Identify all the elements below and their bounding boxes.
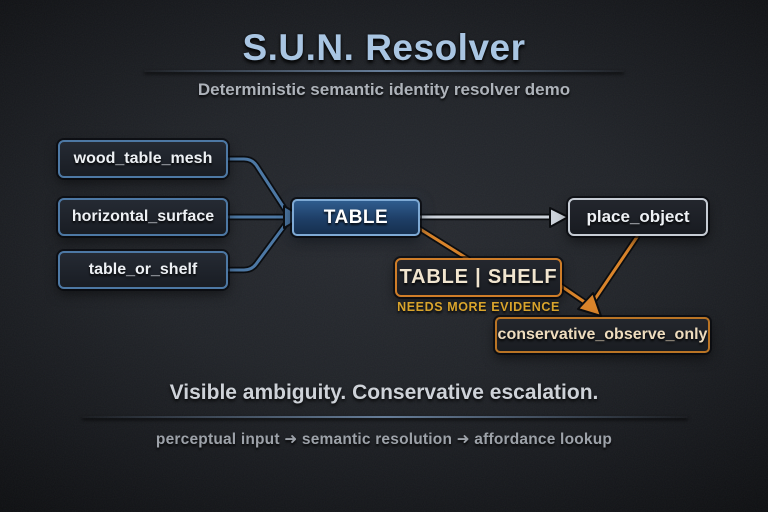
resolved-node-table: TABLE bbox=[292, 199, 420, 236]
edge-ambiguous-to-fallback bbox=[559, 284, 588, 305]
tagline: Visible ambiguity. Conservative escalati… bbox=[169, 381, 599, 404]
edge-wood-table-mesh-to-table bbox=[226, 157, 290, 216]
needs-more-evidence-caption: NEEDS MORE EVIDENCE bbox=[397, 300, 560, 314]
input-node-label: wood_table_mesh bbox=[73, 150, 213, 167]
header-divider bbox=[144, 70, 624, 72]
footer-divider bbox=[82, 416, 688, 418]
input-node-horizontal-surface: horizontal_surface bbox=[58, 198, 228, 236]
edge-place-object-to-fallback bbox=[593, 235, 639, 301]
input-node-label: horizontal_surface bbox=[71, 208, 215, 225]
page-subtitle: Deterministic semantic identity resolver… bbox=[197, 80, 571, 99]
connector-outline bbox=[591, 233, 641, 303]
pipeline-footer: perceptual input ➜ semantic resolution ➜… bbox=[155, 431, 613, 448]
page-title: S.U.N. Resolver bbox=[242, 27, 526, 68]
connector-outline bbox=[224, 155, 292, 218]
edge-table-to-ambiguous bbox=[410, 222, 470, 261]
affordance-node-label: place_object bbox=[586, 207, 690, 226]
connector-outline bbox=[224, 217, 292, 274]
fallback-node-conservative-observe-only: conservative_observe_only bbox=[495, 317, 710, 353]
ambiguous-node-table-shelf: TABLE | SHELF bbox=[395, 258, 562, 297]
fallback-node-label: conservative_observe_only bbox=[497, 326, 708, 343]
ambiguous-node-label: TABLE | SHELF bbox=[399, 266, 558, 288]
resolved-node-label: TABLE bbox=[323, 206, 389, 228]
connector-outline bbox=[408, 220, 472, 263]
input-node-wood-table-mesh: wood_table_mesh bbox=[58, 140, 228, 178]
input-node-table-or-shelf: table_or_shelf bbox=[58, 251, 228, 289]
connector-outline bbox=[557, 282, 590, 307]
silver-arrowhead-icon bbox=[549, 207, 569, 228]
orange-arrowhead-icon bbox=[577, 292, 602, 317]
affordance-node-place-object: place_object bbox=[568, 198, 708, 236]
edge-table-or-shelf-to-table bbox=[226, 219, 290, 272]
input-node-label: table_or_shelf bbox=[88, 261, 198, 278]
